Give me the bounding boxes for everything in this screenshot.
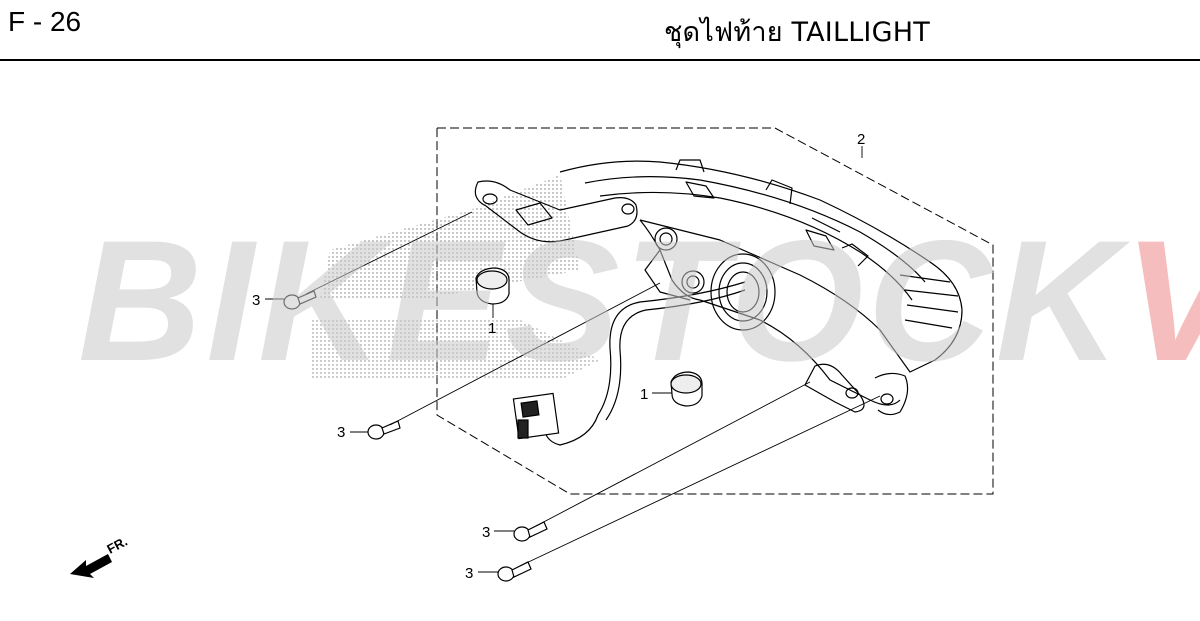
- arrow-front-icon: FR.: [70, 534, 130, 578]
- grommet-1a: [475, 267, 510, 305]
- callout-screw-d: 3: [465, 565, 473, 582]
- taillight-assembly: [474, 159, 963, 446]
- screw-3c: [513, 521, 548, 542]
- callout-taillight-assembly: 2: [857, 131, 865, 148]
- screw-3a: [283, 290, 317, 310]
- page-code: F - 26: [8, 6, 82, 37]
- callout-grommet-b: 1: [640, 386, 648, 403]
- stipple-shading: [310, 175, 600, 380]
- callout-screw-c: 3: [482, 524, 490, 541]
- assembly-boundary: [436, 127, 994, 495]
- wire-connector: [512, 392, 560, 440]
- screw-3b: [367, 420, 401, 440]
- callout-screw-a: 3: [252, 292, 260, 309]
- screw-3d: [497, 561, 532, 582]
- header-divider: [0, 59, 1200, 61]
- leader-lines: [265, 146, 881, 573]
- front-direction-label: FR.: [104, 534, 130, 557]
- callout-grommet-a: 1: [488, 320, 496, 337]
- page-title: ชุดไฟท้าย TAILLIGHT: [664, 17, 930, 48]
- grommet-1b: [670, 371, 703, 407]
- callout-screw-b: 3: [337, 424, 345, 441]
